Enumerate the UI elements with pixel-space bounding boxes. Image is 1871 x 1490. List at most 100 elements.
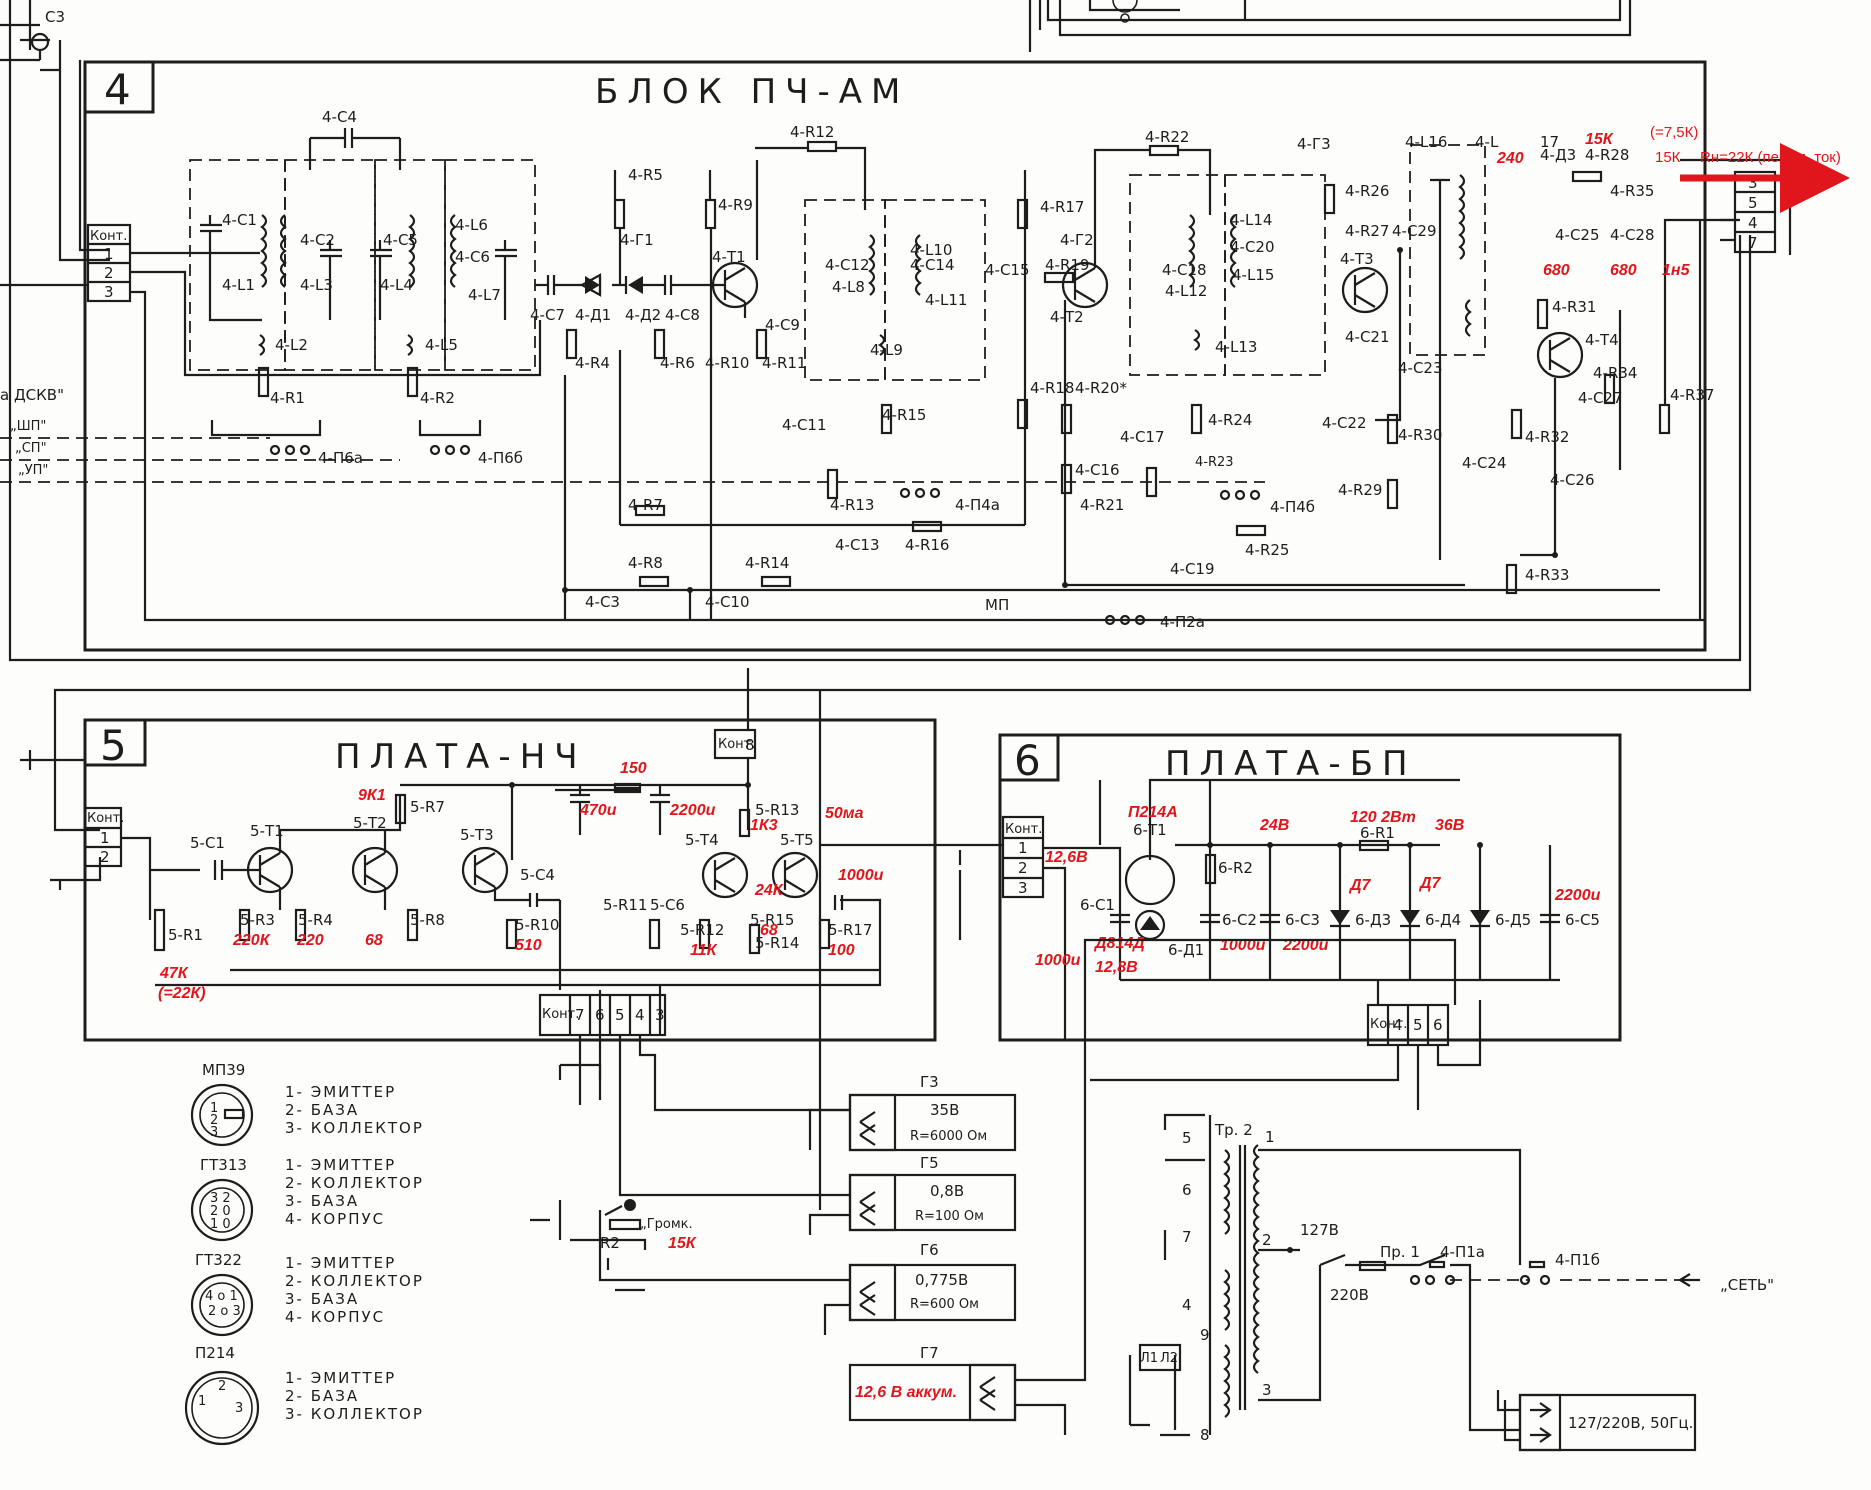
g6-name: Г6 [920, 1241, 939, 1259]
svg-text:3: 3 [210, 1125, 218, 1140]
labels-b4: 4-С4 4-С1 4-С2 4-L1 4-L3 4-С5 4-L4 4-L6 … [222, 108, 1714, 631]
svg-text:4-R15: 4-R15 [882, 406, 926, 424]
svg-text:3: 3 [1262, 1381, 1272, 1399]
svg-text:5-R1: 5-R1 [168, 926, 203, 944]
svg-text:4-R23: 4-R23 [1195, 455, 1234, 470]
svg-text:5-R11: 5-R11 [603, 896, 647, 914]
svg-text:4-L8: 4-L8 [832, 278, 865, 296]
top-wiring [0, 0, 1752, 832]
svg-text:4-L5: 4-L5 [425, 336, 458, 354]
svg-text:2200и: 2200и [1282, 937, 1329, 954]
r2-name: R2 [600, 1234, 620, 1252]
svg-text:2- КОЛЛЕКТОР: 2- КОЛЛЕКТОР [285, 1272, 424, 1290]
svg-text:5-R14: 5-R14 [755, 934, 799, 952]
coils-b4 [257, 174, 1472, 356]
block-4 [83, 60, 1707, 652]
g7-name: Г7 [920, 1344, 939, 1362]
c3-label: С3 [45, 8, 65, 26]
red-annot-b5: 150 470и 2200и 9К1 1К3 50ма 1000и 24К 22… [158, 760, 884, 1002]
svg-text:4-R10: 4-R10 [705, 354, 749, 372]
kont-6-bottom-label: Конт. [1370, 1017, 1407, 1032]
svg-text:6-R1: 6-R1 [1360, 824, 1395, 842]
svg-text:Д814Д: Д814Д [1093, 935, 1145, 952]
kont-4-pin-2: 2 [104, 264, 114, 282]
if-filter-boxes [189, 144, 1486, 381]
svg-text:4-R7: 4-R7 [628, 496, 663, 514]
svg-text:127/220В, 50Гц.: 127/220В, 50Гц. [1568, 1414, 1693, 1432]
g5-voltage: 0,8В [930, 1182, 964, 1200]
r2-value: 15К [668, 1235, 697, 1252]
svg-text:4-С17: 4-С17 [1120, 428, 1165, 446]
svg-text:4-С1: 4-С1 [222, 211, 257, 229]
kont-6-bottom-5: 5 [1413, 1016, 1423, 1034]
svg-text:6-Д1: 6-Д1 [1168, 941, 1204, 959]
svg-text:220В: 220В [1330, 1286, 1369, 1304]
svg-text:15К: 15К [1655, 149, 1681, 166]
svg-text:680: 680 [1543, 262, 1570, 279]
svg-text:4-Г3: 4-Г3 [1297, 135, 1331, 153]
kont-6-label: Конт. [1005, 822, 1042, 837]
kont-5-pin-1: 1 [100, 829, 110, 847]
svg-text:ГТ322: ГТ322 [195, 1251, 242, 1269]
svg-text:3- КОЛЛЕКТОР: 3- КОЛЛЕКТОР [285, 1405, 424, 1423]
svg-text:6-С1: 6-С1 [1080, 896, 1115, 914]
svg-text:5-Т1: 5-Т1 [250, 822, 284, 840]
svg-text:4-С24: 4-С24 [1462, 454, 1507, 472]
svg-text:4-С14: 4-С14 [910, 256, 955, 274]
kont-5-top-label: Конт. [718, 737, 755, 752]
svg-text:36В: 36В [1435, 817, 1464, 834]
svg-text:6-С5: 6-С5 [1565, 911, 1600, 929]
svg-text:4-R21: 4-R21 [1080, 496, 1124, 514]
svg-text:15К: 15К [1585, 131, 1614, 148]
svg-text:4-R5: 4-R5 [628, 166, 663, 184]
svg-text:4-П4б: 4-П4б [1270, 498, 1315, 516]
red-annot-b6: П214А 24В 120 2Вт 36В 12,6В Д7 Д7 2200и … [1035, 804, 1601, 976]
svg-text:4-Д2: 4-Д2 [625, 306, 661, 324]
block-6-number: 6 [1014, 736, 1041, 785]
svg-text:4-L2: 4-L2 [275, 336, 308, 354]
svg-text:4-R37: 4-R37 [1670, 386, 1714, 404]
svg-text:4-С11: 4-С11 [782, 416, 827, 434]
transistors-b5 [153, 785, 882, 1035]
svg-text:6: 6 [1182, 1181, 1192, 1199]
svg-text:6-С2: 6-С2 [1222, 911, 1257, 929]
svg-text:4-С10: 4-С10 [705, 593, 750, 611]
svg-text:4-R9: 4-R9 [718, 196, 753, 214]
svg-text:4-С26: 4-С26 [1550, 471, 1595, 489]
svg-text:4-П1а: 4-П1а [1440, 1243, 1485, 1261]
svg-text:4-С21: 4-С21 [1345, 328, 1390, 346]
svg-text:2: 2 [218, 1379, 226, 1394]
svg-text:Пр. 1: Пр. 1 [1380, 1243, 1420, 1261]
svg-text:4-R13: 4-R13 [830, 496, 874, 514]
svg-text:68: 68 [760, 922, 778, 939]
svg-text:120 2Вт: 120 2Вт [1350, 809, 1416, 826]
svg-text:4-L16: 4-L16 [1405, 133, 1447, 151]
svg-text:4-С3: 4-С3 [585, 593, 620, 611]
dskv-label: а ДСКВ" [0, 386, 64, 404]
svg-text:1 0: 1 0 [210, 1217, 231, 1232]
kont-5-bottom-label: Конт. [542, 1007, 579, 1022]
svg-text:3- БАЗА: 3- БАЗА [285, 1192, 359, 1210]
svg-text:4-С22: 4-С22 [1322, 414, 1367, 432]
svg-text:6-Т1: 6-Т1 [1133, 821, 1167, 839]
svg-text:4-R25: 4-R25 [1245, 541, 1289, 559]
svg-text:(=7,5К): (=7,5К) [1650, 124, 1698, 141]
block-5-title: ПЛАТА-НЧ [335, 737, 587, 777]
svg-text:4-С9: 4-С9 [765, 316, 800, 334]
svg-text:4-R24: 4-R24 [1208, 411, 1252, 429]
svg-text:(=22К): (=22К) [158, 985, 206, 1002]
svg-text:4-Д3: 4-Д3 [1540, 146, 1576, 164]
svg-text:1: 1 [198, 1394, 206, 1409]
svg-text:220: 220 [296, 932, 324, 949]
svg-text:4-L12: 4-L12 [1165, 282, 1207, 300]
svg-text:5-Т4: 5-Т4 [685, 831, 719, 849]
svg-text:4-Т4: 4-Т4 [1585, 331, 1619, 349]
svg-text:4-С2: 4-С2 [300, 231, 335, 249]
svg-text:9: 9 [1200, 1326, 1210, 1344]
block-5-number: 5 [100, 721, 127, 770]
out-pin-7: 7 [1748, 234, 1758, 252]
transformer [1083, 938, 1700, 1452]
svg-text:4-Т2: 4-Т2 [1050, 308, 1084, 326]
transformer-labels: Тр. 2 5 6 7 4 9 8 1 2 3 Л1 Л2 127В 220В … [1140, 1121, 1774, 1444]
svg-text:510: 510 [515, 937, 542, 954]
